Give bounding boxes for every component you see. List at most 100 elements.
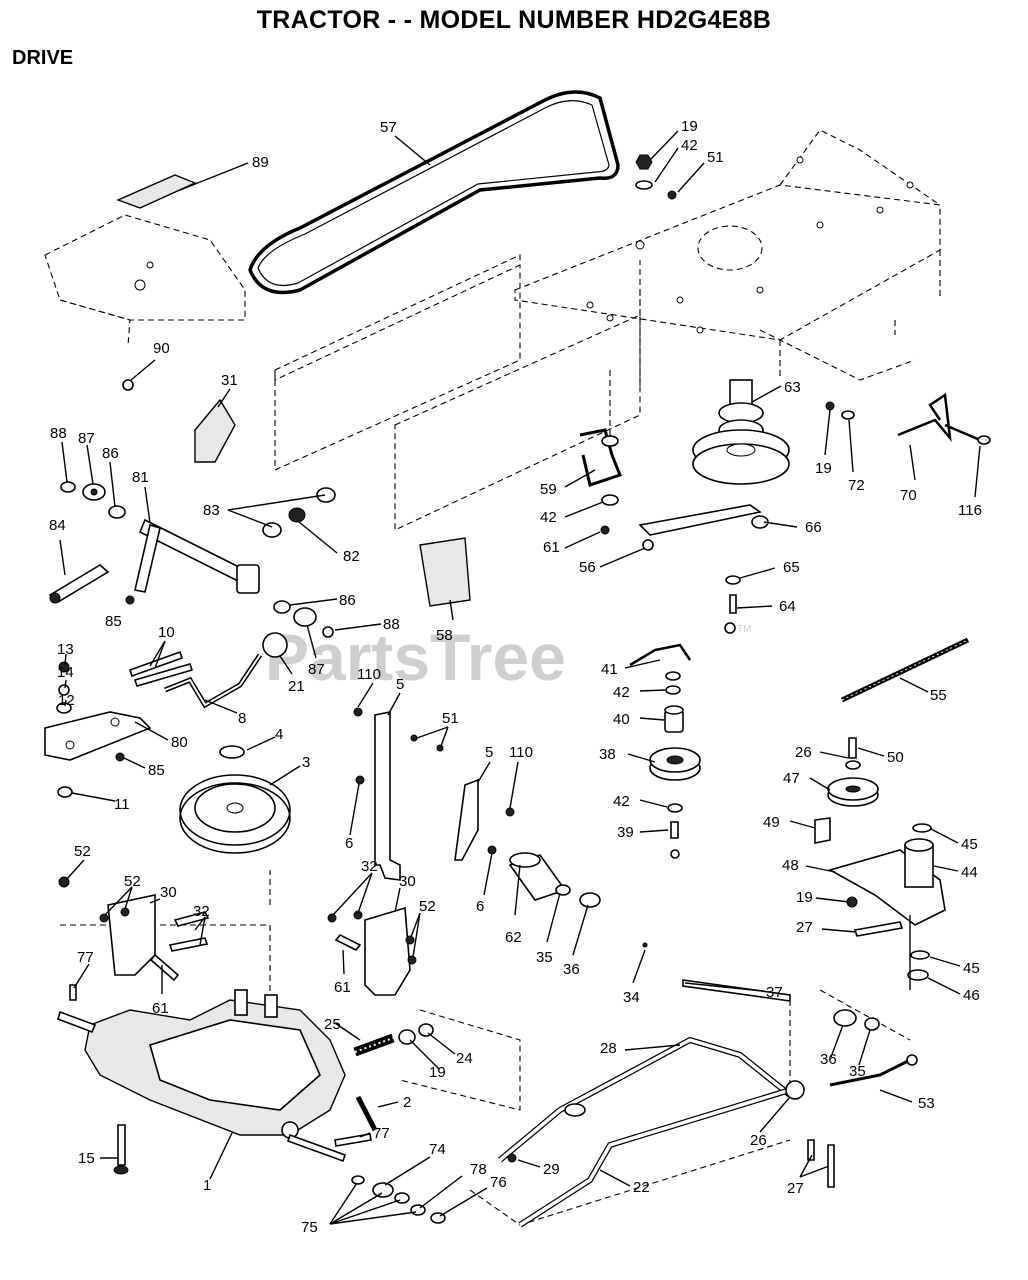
callout-85: 85 [148,762,165,779]
callout-88: 88 [50,425,67,442]
callout-2: 2 [403,1094,411,1111]
callout-78: 78 [470,1161,487,1178]
callout-32: 32 [361,858,378,875]
callout-66: 66 [805,519,822,536]
callout-74: 74 [429,1141,446,1158]
callout-84: 84 [49,517,66,534]
callout-52: 52 [124,873,141,890]
callout-80: 80 [171,734,188,751]
callout-61: 61 [152,1000,169,1017]
callout-52: 52 [74,843,91,860]
callout-75: 75 [301,1219,318,1236]
watermark: PartsTree [265,620,566,694]
callout-30: 30 [399,873,416,890]
callout-65: 65 [783,559,800,576]
callout-19: 19 [815,460,832,477]
callout-35: 35 [849,1063,866,1080]
callout-55: 55 [930,687,947,704]
callout-48: 48 [782,857,799,874]
callout-36: 36 [563,961,580,978]
callout-42: 42 [540,509,557,526]
callout-1: 1 [203,1177,211,1194]
callout-52: 52 [419,898,436,915]
callout-46: 46 [963,987,980,1004]
callout-6: 6 [345,835,353,852]
callout-56: 56 [579,559,596,576]
callout-61: 61 [543,539,560,556]
callout-42: 42 [613,684,630,701]
callout-83: 83 [203,502,220,519]
callout-58: 58 [436,627,453,644]
callout-15: 15 [78,1150,95,1167]
callout-77: 77 [77,949,94,966]
callout-110: 110 [357,666,381,683]
callout-76: 76 [490,1174,507,1191]
callout-51: 51 [442,710,459,727]
callout-19: 19 [429,1064,446,1081]
callout-50: 50 [887,749,904,766]
callout-77: 77 [373,1125,390,1142]
callout-87: 87 [78,430,95,447]
callout-40: 40 [613,711,630,728]
callout-28: 28 [600,1040,617,1057]
callout-61: 61 [334,979,351,996]
callout-51: 51 [707,149,724,166]
callout-87: 87 [308,661,325,678]
callout-44: 44 [961,864,978,881]
callout-89: 89 [252,154,269,171]
callout-10: 10 [158,624,175,641]
callout-116: 116 [958,502,982,519]
callout-37: 37 [766,984,783,1001]
callout-14: 14 [57,664,74,681]
callout-63: 63 [784,379,801,396]
callout-26: 26 [750,1132,767,1149]
callout-81: 81 [132,469,149,486]
callout-59: 59 [540,481,557,498]
callout-42: 42 [681,137,698,154]
drive-belt [248,90,620,295]
callout-27: 27 [787,1180,804,1197]
callout-labels: 57 89 19 42 51 90 31 63 19 72 70 116 88 … [49,118,982,1236]
callout-11: 11 [114,796,130,813]
callout-21: 21 [288,678,305,695]
callout-57: 57 [380,119,397,136]
callout-45: 45 [963,960,980,977]
callout-72: 72 [848,477,865,494]
callout-36: 36 [820,1051,837,1068]
callout-5: 5 [396,676,404,693]
callout-6: 6 [476,898,484,915]
callout-19: 19 [796,889,813,906]
callout-22: 22 [633,1179,650,1196]
callout-4: 4 [275,726,283,743]
callout-31: 31 [221,372,238,389]
callout-42: 42 [613,793,630,810]
callout-29: 29 [543,1161,560,1178]
callout-8: 8 [238,710,246,727]
callout-24: 24 [456,1050,473,1067]
callout-70: 70 [900,487,917,504]
callout-49: 49 [763,814,780,831]
callout-45: 45 [961,836,978,853]
callout-86: 86 [339,592,356,609]
callout-5: 5 [485,744,493,761]
section-heading: DRIVE [12,47,74,69]
callout-41: 41 [601,661,618,678]
callout-30: 30 [160,884,177,901]
callout-86: 86 [102,445,119,462]
watermark-trademark: TM [737,624,751,635]
page-title: TRACTOR - - MODEL NUMBER HD2G4E8B [256,6,772,34]
callout-34: 34 [623,989,640,1006]
leader-lines [59,130,981,1225]
callout-3: 3 [302,754,310,771]
callout-13: 13 [57,641,74,658]
callout-25: 25 [324,1016,341,1033]
callout-19: 19 [681,118,698,135]
callout-88: 88 [383,616,400,633]
callout-27: 27 [796,919,813,936]
callout-32: 32 [193,903,210,920]
callout-62: 62 [505,929,522,946]
callout-39: 39 [617,824,634,841]
parts [44,154,991,1228]
callout-53: 53 [918,1095,935,1112]
